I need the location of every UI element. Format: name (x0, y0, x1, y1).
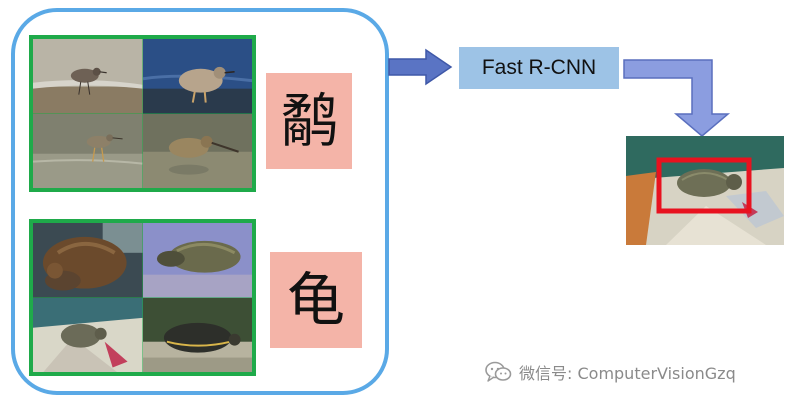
training-samples-panel (11, 8, 389, 395)
bird-photo-3 (33, 113, 143, 188)
bird-class-label: 鹬 (266, 73, 352, 169)
detection-result-image (626, 136, 784, 245)
turtle-photo-4 (142, 297, 252, 372)
bird-image-grid (29, 35, 256, 192)
turtle-photo-2 (142, 223, 252, 298)
turtle-photo-3 (33, 297, 143, 372)
fast-rcnn-box: Fast R-CNN (459, 47, 619, 89)
arrow-down-icon (623, 59, 731, 137)
bird-photo-4 (142, 113, 252, 188)
turtle-image-grid (29, 219, 256, 376)
turtle-class-label: 龟 (270, 252, 362, 348)
bird-photo-1 (33, 39, 143, 114)
watermark: 微信号: ComputerVisionGzq (484, 359, 736, 385)
watermark-text: 微信号: ComputerVisionGzq (519, 364, 736, 383)
bird-photo-2 (142, 39, 252, 114)
wechat-icon (485, 361, 512, 382)
detection-bounding-box (656, 157, 752, 214)
turtle-photo-1 (33, 223, 143, 298)
arrow-right-icon (388, 48, 453, 86)
